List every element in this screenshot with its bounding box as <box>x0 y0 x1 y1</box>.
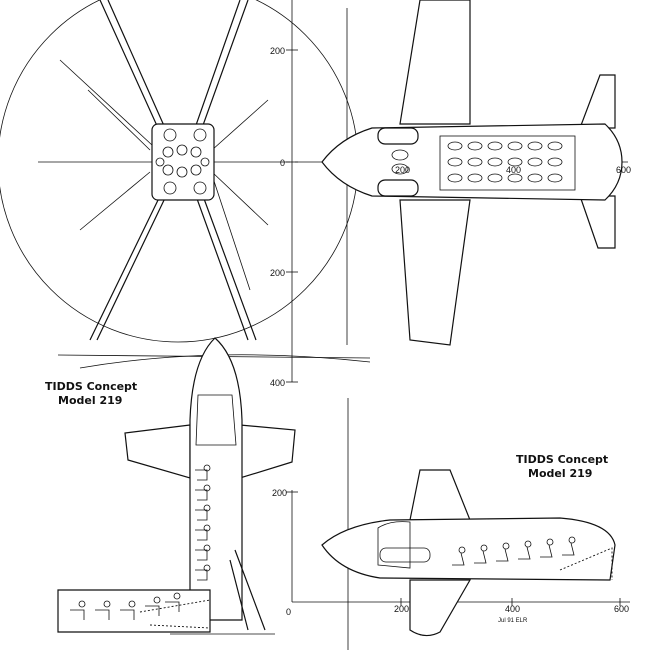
nacelle-lower <box>377 179 419 197</box>
caption-right-line1: TIDDS Concept <box>516 453 608 466</box>
tick-label: 400 <box>270 378 285 388</box>
cabin-seats <box>155 128 210 195</box>
tick-label: 400 <box>506 165 521 175</box>
cockpit-seats-plan <box>391 149 409 175</box>
main-wing-lower <box>399 199 471 346</box>
passenger-bay <box>439 135 576 191</box>
tail-lower <box>579 195 616 249</box>
tail-upper <box>579 74 616 129</box>
tick-label: 200 <box>394 604 409 614</box>
cockpit-side <box>377 521 411 569</box>
caption-left-line2: Model 219 <box>58 394 122 407</box>
tick-label: 200 <box>272 488 287 498</box>
rotor-cabin <box>151 123 215 201</box>
tail-sitter-view <box>57 337 371 635</box>
lower-fin <box>409 579 472 637</box>
passenger-seats-plan <box>447 141 563 183</box>
nacelle-upper <box>377 127 419 145</box>
tick-label: 200 <box>270 268 285 278</box>
date-stamp: Jul 91 ELR <box>498 618 528 624</box>
plan-view-aircraft: 200 400 600 <box>295 0 631 346</box>
tick-label: 0 <box>280 158 285 168</box>
passenger-seats-side <box>452 536 576 566</box>
fuselage-plan <box>321 123 623 201</box>
upper-fin <box>409 469 471 521</box>
vertical-axis-top: 200 0 200 400 <box>270 0 298 388</box>
canopy <box>195 394 237 446</box>
wing-left <box>124 424 191 479</box>
tick-label: 200 <box>270 46 285 56</box>
nacelle-side <box>379 547 431 563</box>
main-wing <box>399 0 471 125</box>
caption-left: TIDDS Concept Model 219 <box>45 380 137 407</box>
cargo-pod-seats <box>70 592 181 620</box>
tick-label: 0 <box>286 607 291 617</box>
wing-right <box>239 424 296 479</box>
rotor-blades <box>59 0 269 341</box>
caption-left-line1: TIDDS Concept <box>45 380 137 393</box>
tick-label: 200 <box>395 165 410 175</box>
tick-label: 400 <box>505 604 520 614</box>
caption-right: TIDDS Concept Model 219 <box>516 453 608 480</box>
tick-label: 600 <box>616 165 631 175</box>
fuselage-side <box>321 517 616 581</box>
caption-right-line2: Model 219 <box>528 467 592 480</box>
tick-label: 600 <box>614 604 629 614</box>
side-view-aircraft: 200 0 200 400 600 <box>272 398 630 650</box>
rotor-plan-view <box>0 0 359 343</box>
fuselage-vertical <box>189 337 243 621</box>
cargo-ramp-side <box>559 547 613 580</box>
seat-column <box>195 464 211 581</box>
